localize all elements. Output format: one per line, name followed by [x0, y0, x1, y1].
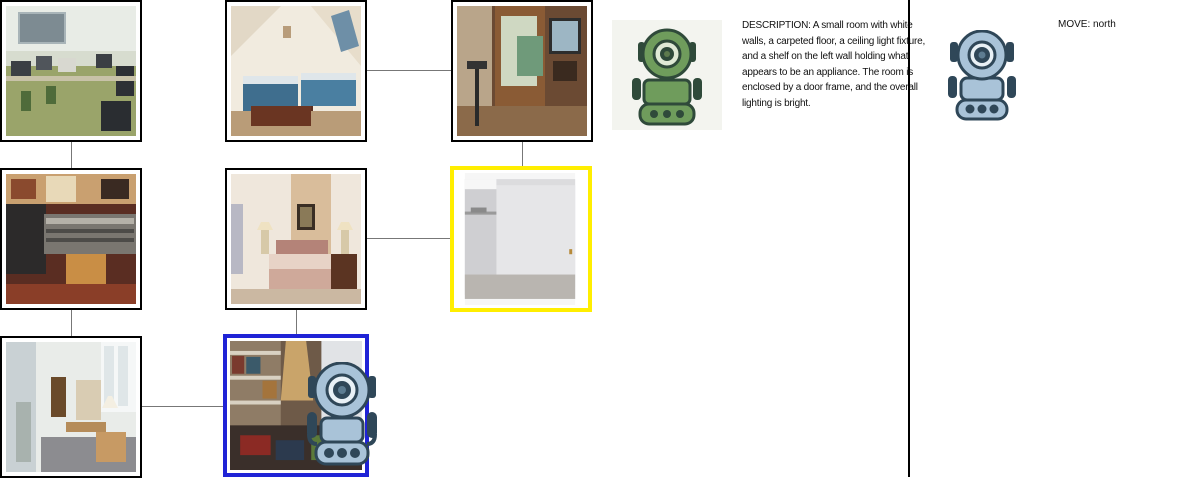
closet-photo — [457, 173, 585, 305]
edge-bedroom-clutter — [296, 308, 297, 338]
edge-studio-closet — [522, 140, 523, 170]
move-label: MOVE: north — [1058, 19, 1116, 30]
room-recording-studio[interactable] — [0, 168, 142, 310]
room-library[interactable] — [0, 336, 142, 478]
agent-thumbnail — [612, 20, 722, 130]
room-computer-lab[interactable] — [0, 0, 142, 142]
edge-bedroom-closet — [366, 238, 452, 239]
edge-lab-recording — [71, 140, 72, 170]
room-description: DESCRIPTION: A small room with white wal… — [742, 20, 926, 109]
room-attic-bedroom[interactable] — [225, 0, 367, 142]
panel-divider — [908, 0, 910, 477]
room-art-studio[interactable] — [451, 0, 593, 142]
bedroom-photo — [231, 174, 361, 304]
edge-library-clutter — [141, 406, 227, 407]
edge-attic-studio — [366, 70, 452, 71]
agent-robot-icon — [307, 362, 377, 466]
computer-lab-photo — [6, 6, 136, 136]
room-closet-target[interactable] — [450, 166, 592, 312]
attic-bedroom-photo — [231, 6, 361, 136]
room-bedroom[interactable] — [225, 168, 367, 310]
agent-robot-preview-icon — [948, 30, 1016, 121]
room-map — [0, 0, 600, 478]
green-robot-icon — [612, 20, 722, 130]
recording-studio-photo — [6, 174, 136, 304]
library-photo — [6, 342, 136, 472]
edge-recording-library — [71, 308, 72, 338]
art-studio-photo — [457, 6, 587, 136]
